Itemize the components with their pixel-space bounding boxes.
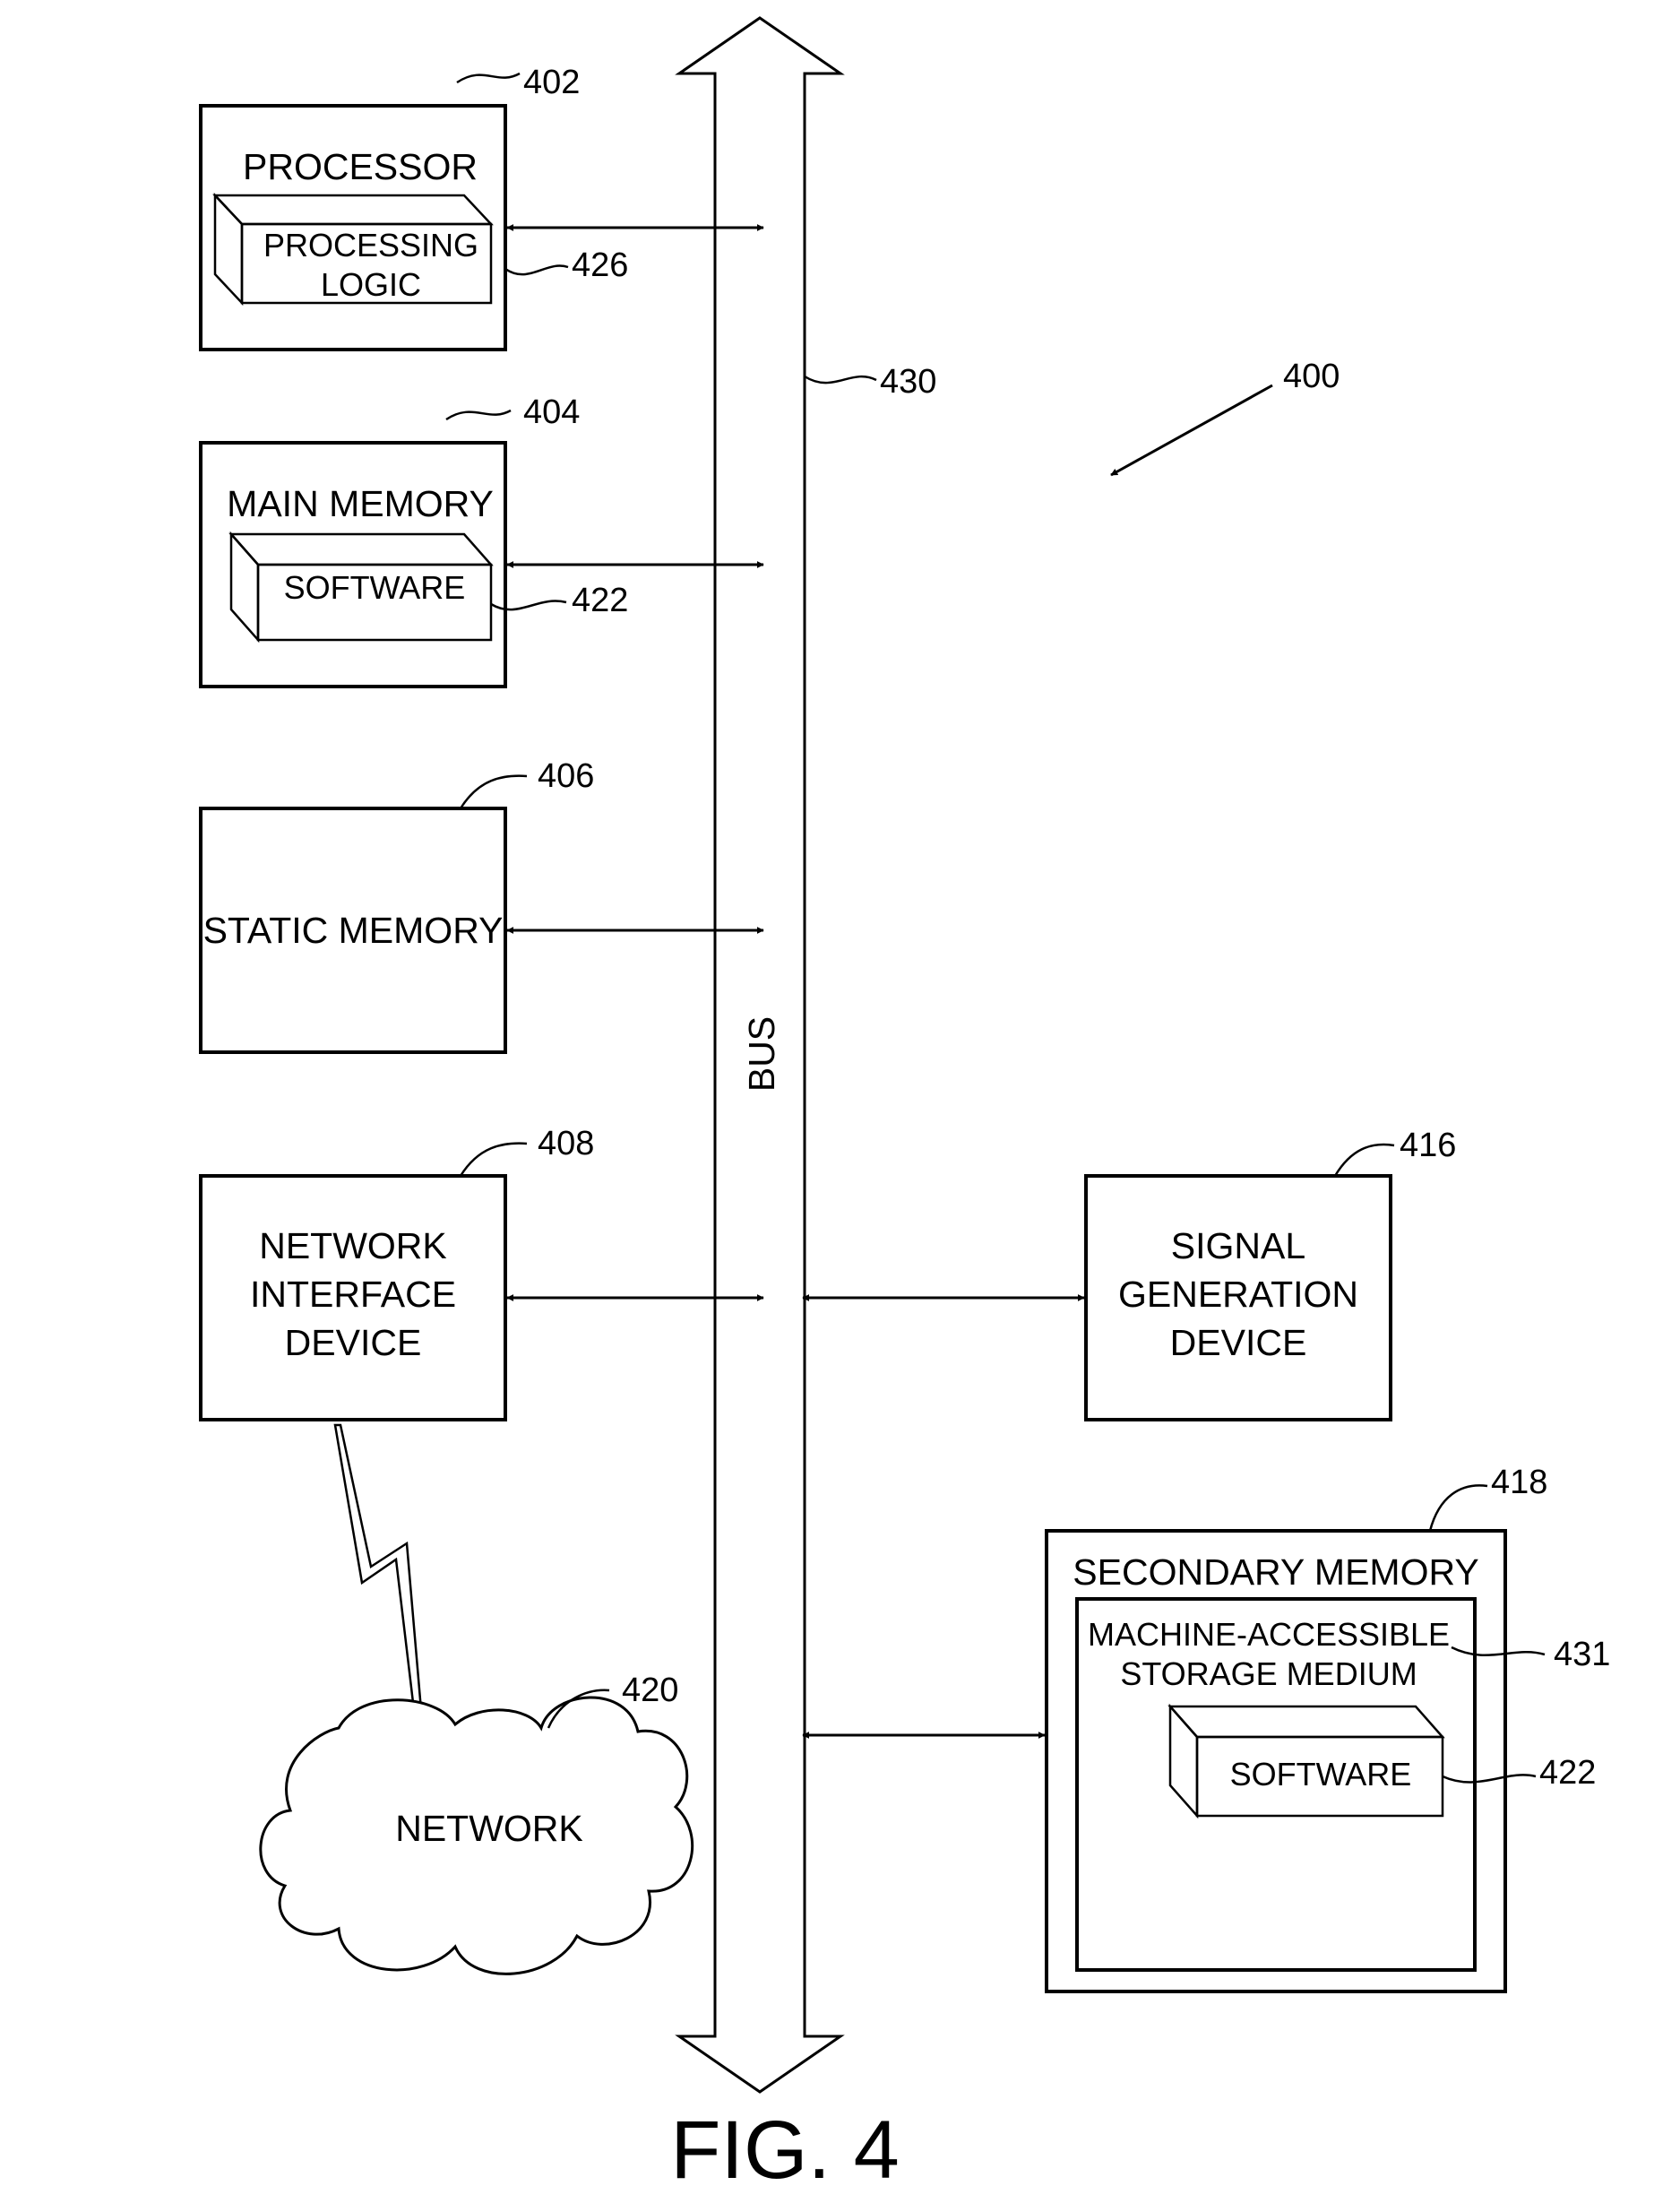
bus-ref: 430 (880, 363, 936, 401)
storage-medium-line1: MACHINE-ACCESSIBLE (1088, 1616, 1450, 1653)
main-memory-software-ref: 422 (572, 582, 628, 619)
secondary-memory-ref: 418 (1491, 1464, 1547, 1501)
nid-ref: 408 (538, 1125, 594, 1162)
network-ref: 420 (622, 1672, 678, 1709)
network-label: NETWORK (395, 1808, 583, 1849)
signal-generation-block: SIGNAL GENERATION DEVICE 416 (1086, 1127, 1456, 1420)
nid-line3: DEVICE (285, 1322, 422, 1363)
sgd-line2: GENERATION (1118, 1274, 1358, 1315)
bus-ref-leader (805, 376, 876, 383)
nid-line1: NETWORK (259, 1225, 447, 1266)
static-memory-block: STATIC MEMORY 406 (201, 757, 594, 1052)
system-ref-arrow (1111, 385, 1272, 475)
storage-medium-ref: 431 (1554, 1636, 1610, 1673)
main-memory-block: MAIN MEMORY SOFTWARE 404 422 (201, 393, 628, 687)
network-interface-block: NETWORK INTERFACE DEVICE 408 (201, 1125, 594, 1420)
processing-logic-line1: PROCESSING (263, 227, 478, 263)
secondary-memory-block: SECONDARY MEMORY MACHINE-ACCESSIBLE STOR… (1047, 1464, 1610, 1991)
secondary-memory-title: SECONDARY MEMORY (1073, 1551, 1478, 1593)
processing-logic-ref: 426 (572, 246, 628, 284)
nid-line2: INTERFACE (250, 1274, 456, 1315)
bus-label: BUS (741, 1016, 782, 1092)
wireless-link-icon (335, 1425, 421, 1710)
sgd-line1: SIGNAL (1171, 1225, 1305, 1266)
static-memory-title: STATIC MEMORY (203, 910, 504, 951)
secondary-software-ref: 422 (1539, 1754, 1596, 1792)
system-ref: 400 (1283, 358, 1340, 395)
static-memory-ref: 406 (538, 757, 594, 795)
sgd-ref: 416 (1400, 1127, 1456, 1164)
processing-logic-line2: LOGIC (321, 266, 421, 303)
processor-block: PROCESSOR PROCESSING LOGIC 402 426 (201, 64, 628, 350)
main-memory-software: SOFTWARE (284, 569, 466, 606)
processor-ref: 402 (523, 64, 580, 101)
system-ref-group: 400 (1111, 358, 1340, 475)
processor-title: PROCESSOR (243, 146, 478, 187)
network-cloud: NETWORK 420 (261, 1672, 693, 1974)
bus: BUS 430 (679, 18, 936, 2092)
figure-label: FIG. 4 (670, 2104, 900, 2196)
storage-medium-line2: STORAGE MEDIUM (1120, 1655, 1417, 1692)
sgd-line3: DEVICE (1170, 1322, 1307, 1363)
main-memory-ref: 404 (523, 393, 580, 431)
secondary-software: SOFTWARE (1230, 1756, 1412, 1793)
main-memory-title: MAIN MEMORY (227, 483, 494, 524)
